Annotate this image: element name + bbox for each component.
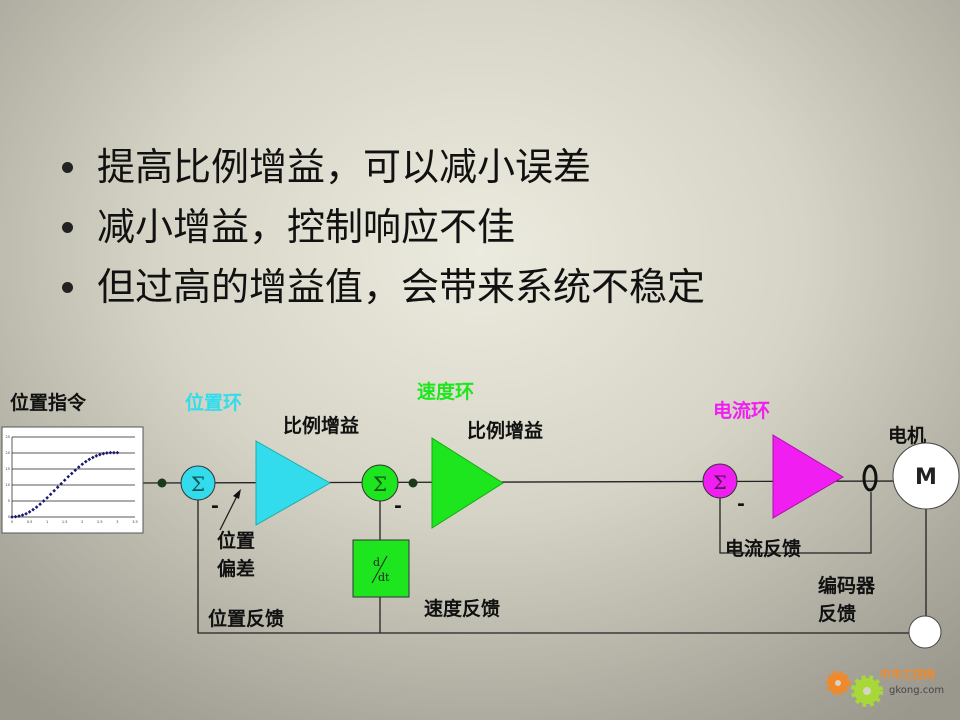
logo-text-en: gkong.com (889, 685, 944, 696)
minus-sign: - (737, 493, 745, 515)
position-summing-junction (180, 465, 216, 501)
fraction-slash (371, 555, 388, 584)
bullet-dot-icon (62, 221, 73, 233)
data-point (38, 502, 42, 507)
bullet-dot-icon (62, 281, 73, 293)
gain-label: 比例增益 (467, 419, 543, 442)
y-tick-label: 0 (8, 515, 10, 519)
data-point (90, 455, 95, 460)
x-tick-label: 0 (11, 520, 13, 524)
position-command-label: 位置指令 (10, 391, 87, 414)
arrow-icon (233, 489, 241, 499)
derivative-numerator: d (373, 556, 380, 569)
gain-label: 比例增益 (283, 414, 359, 437)
data-point (66, 474, 71, 479)
bullet-item: 提高比例增益，可以减小误差 (58, 137, 705, 197)
data-point (98, 452, 102, 457)
sum-icon: Σ (191, 472, 205, 496)
data-point (112, 450, 116, 455)
data-point (83, 459, 88, 464)
position-loop-label: 位置环 (185, 391, 242, 414)
x-tick-label: 3.5 (132, 520, 138, 524)
sum-icon: Σ (713, 472, 726, 494)
sum-icon: Σ (373, 472, 387, 496)
x-tick-label: 1.5 (62, 520, 68, 524)
position-command-chart: 0 5 10 15 20 25 0 0.5 1 1.5 2 2.5 3 3.5 (1, 426, 144, 534)
x-tick-label: 0.5 (27, 520, 33, 524)
minus-sign: - (211, 495, 219, 517)
motor-label: 电机 (888, 424, 926, 447)
gkong-logo: 中华工控网 gkong.com (825, 667, 944, 707)
bullet-item: 减小增益，控制响应不佳 (58, 197, 705, 257)
y-tick-label: 20 (6, 451, 10, 455)
current-sensor (862, 464, 878, 492)
minus-sign: - (394, 495, 402, 517)
bullet-item: 但过高的增益值，会带来系统不稳定 (58, 257, 705, 317)
velocity-gain-amplifier (431, 437, 504, 529)
y-tick-label: 5 (8, 499, 10, 503)
velocity-feedback-label: 速度反馈 (424, 597, 500, 620)
data-point (31, 507, 35, 512)
motor (892, 442, 960, 510)
derivative-block (352, 539, 410, 598)
logo-text-cn: 中华工控网 (880, 667, 935, 681)
data-point (101, 451, 106, 456)
bullet-dot-icon (62, 161, 73, 173)
bullet-text: 但过高的增益值，会带来系统不稳定 (97, 265, 706, 309)
velocity-loop-label: 速度环 (417, 380, 474, 403)
y-tick-label: 10 (6, 483, 10, 487)
position-error-label: 偏差 (217, 557, 255, 580)
current-summing-junction (702, 463, 738, 499)
y-tick-label: 25 (6, 435, 10, 439)
bullet-list: 提高比例增益，可以减小误差 减小增益，控制响应不佳 但过高的增益值，会带来系统不… (58, 137, 705, 317)
current-feedback-label: 电流反馈 (725, 537, 801, 560)
data-point (62, 478, 67, 483)
bullet-text: 提高比例增益，可以减小误差 (97, 145, 592, 189)
junction-dot (157, 478, 167, 488)
data-point (52, 488, 57, 493)
current-loop-label: 电流环 (713, 399, 770, 422)
data-point (94, 454, 99, 458)
bullet-text: 减小增益，控制响应不佳 (97, 205, 516, 249)
junction-dot (408, 478, 418, 488)
encoder-feedback-label: 编码器 (818, 574, 876, 597)
encoder (908, 615, 942, 649)
x-tick-label: 3 (116, 520, 118, 524)
data-point (105, 451, 109, 455)
velocity-summing-junction (361, 464, 399, 502)
derivative-denominator: dt (378, 571, 390, 584)
x-tick-label: 2.5 (97, 520, 103, 524)
current-gain-amplifier (772, 434, 844, 519)
position-feedback-label: 位置反馈 (208, 607, 284, 630)
position-gain-amplifier (255, 440, 332, 526)
data-point (69, 471, 74, 476)
data-point (73, 468, 78, 473)
data-point (80, 462, 85, 467)
x-tick-label: 1 (46, 520, 48, 524)
position-error-label: 位置 (217, 529, 255, 552)
x-tick-label: 2 (81, 520, 83, 524)
y-tick-label: 15 (6, 467, 10, 471)
encoder-feedback-label: 反馈 (818, 602, 856, 625)
motor-symbol: M (915, 465, 937, 490)
